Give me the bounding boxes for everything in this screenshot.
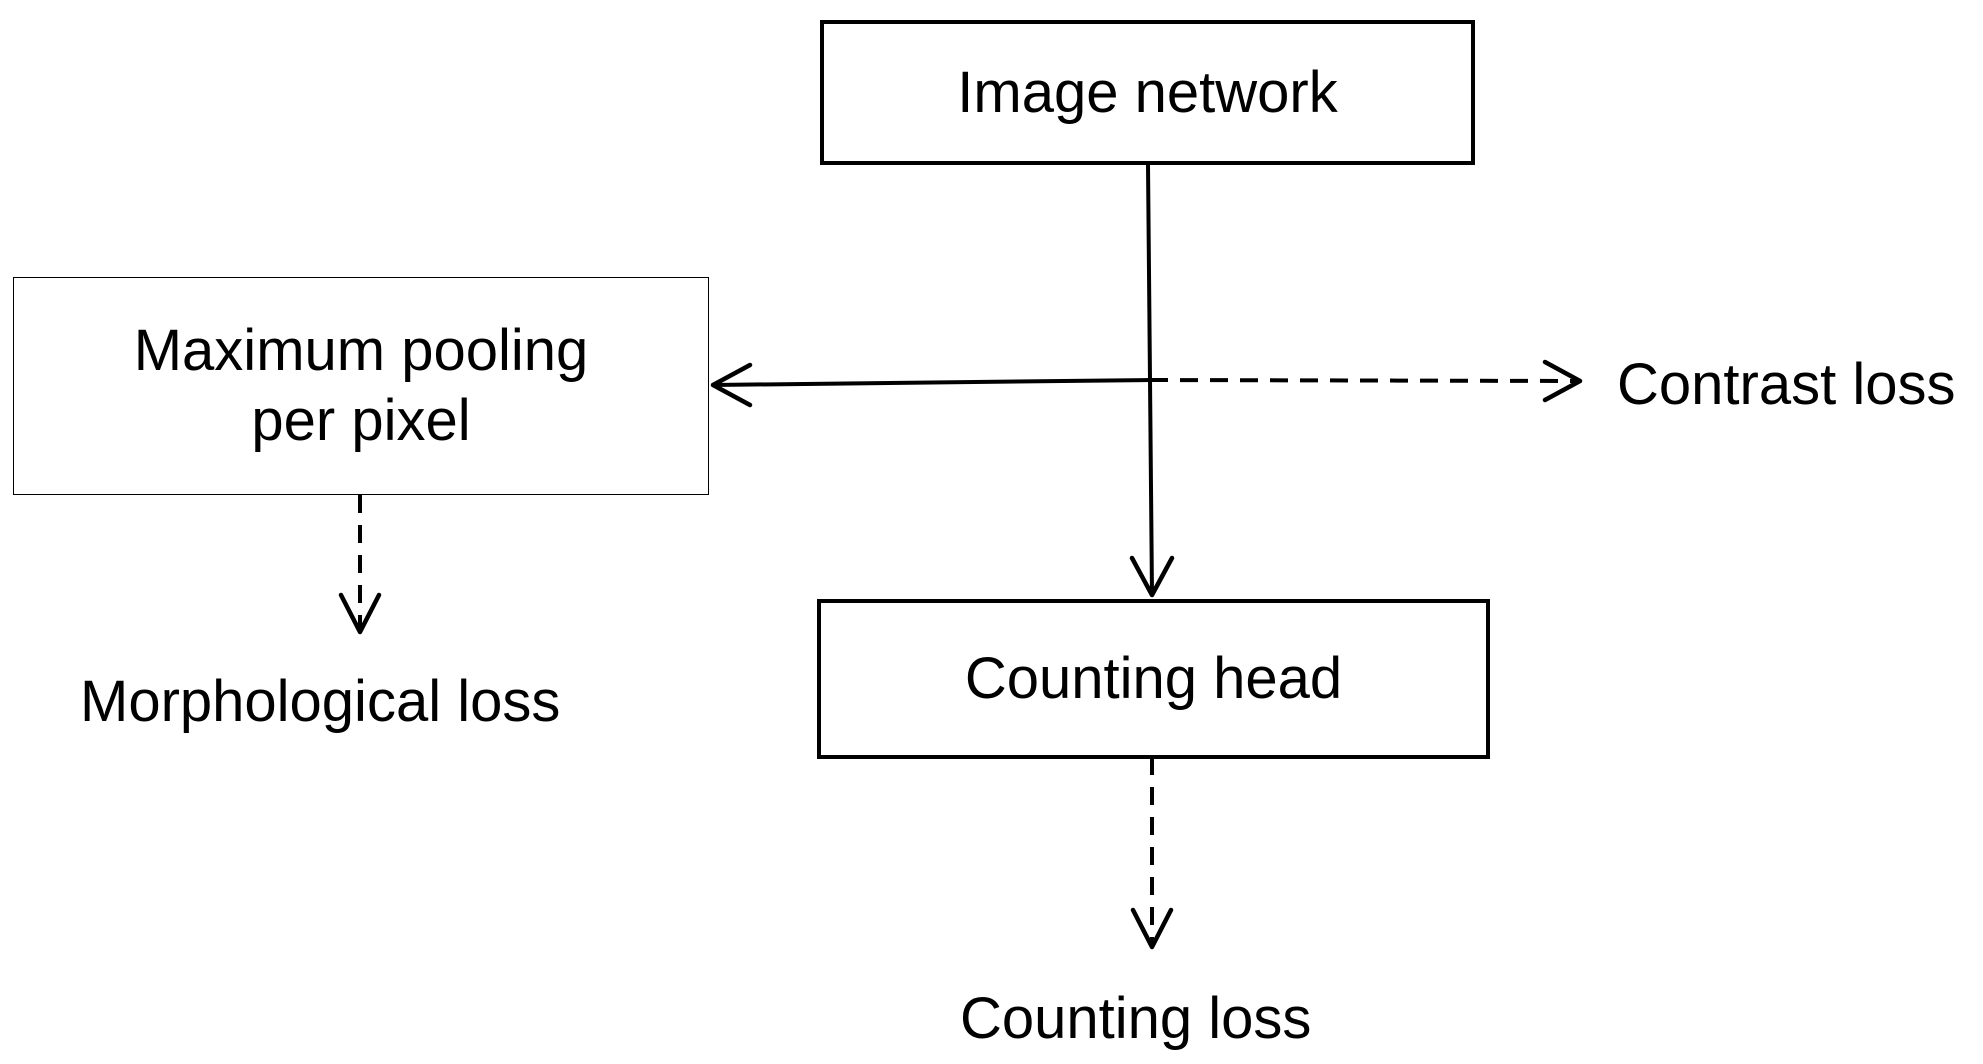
morphological-loss-label: Morphological loss [80, 669, 561, 734]
edge-to-contrast-loss [1149, 378, 1579, 383]
arrowhead-morphological-loss [338, 592, 382, 635]
counting-head-box: Counting head [817, 599, 1490, 759]
image-network-box: Image network [820, 20, 1475, 165]
arrowhead-contrast-loss [1542, 359, 1583, 403]
arrowhead-max-pooling [710, 362, 753, 408]
arrowhead-counting-head [1129, 555, 1175, 598]
max-pooling-label-line2: per pixel [251, 388, 471, 453]
contrast-loss-label: Contrast loss [1617, 352, 1956, 417]
max-pooling-box: Maximum pooling per pixel [13, 277, 709, 495]
counting-loss-label: Counting loss [960, 986, 1312, 1051]
edge-to-max-pooling [712, 378, 1151, 387]
arrowhead-counting-loss [1130, 907, 1174, 950]
max-pooling-label-line1: Maximum pooling [133, 318, 589, 384]
counting-head-label: Counting head [964, 646, 1343, 712]
image-network-label: Image network [957, 59, 1338, 125]
